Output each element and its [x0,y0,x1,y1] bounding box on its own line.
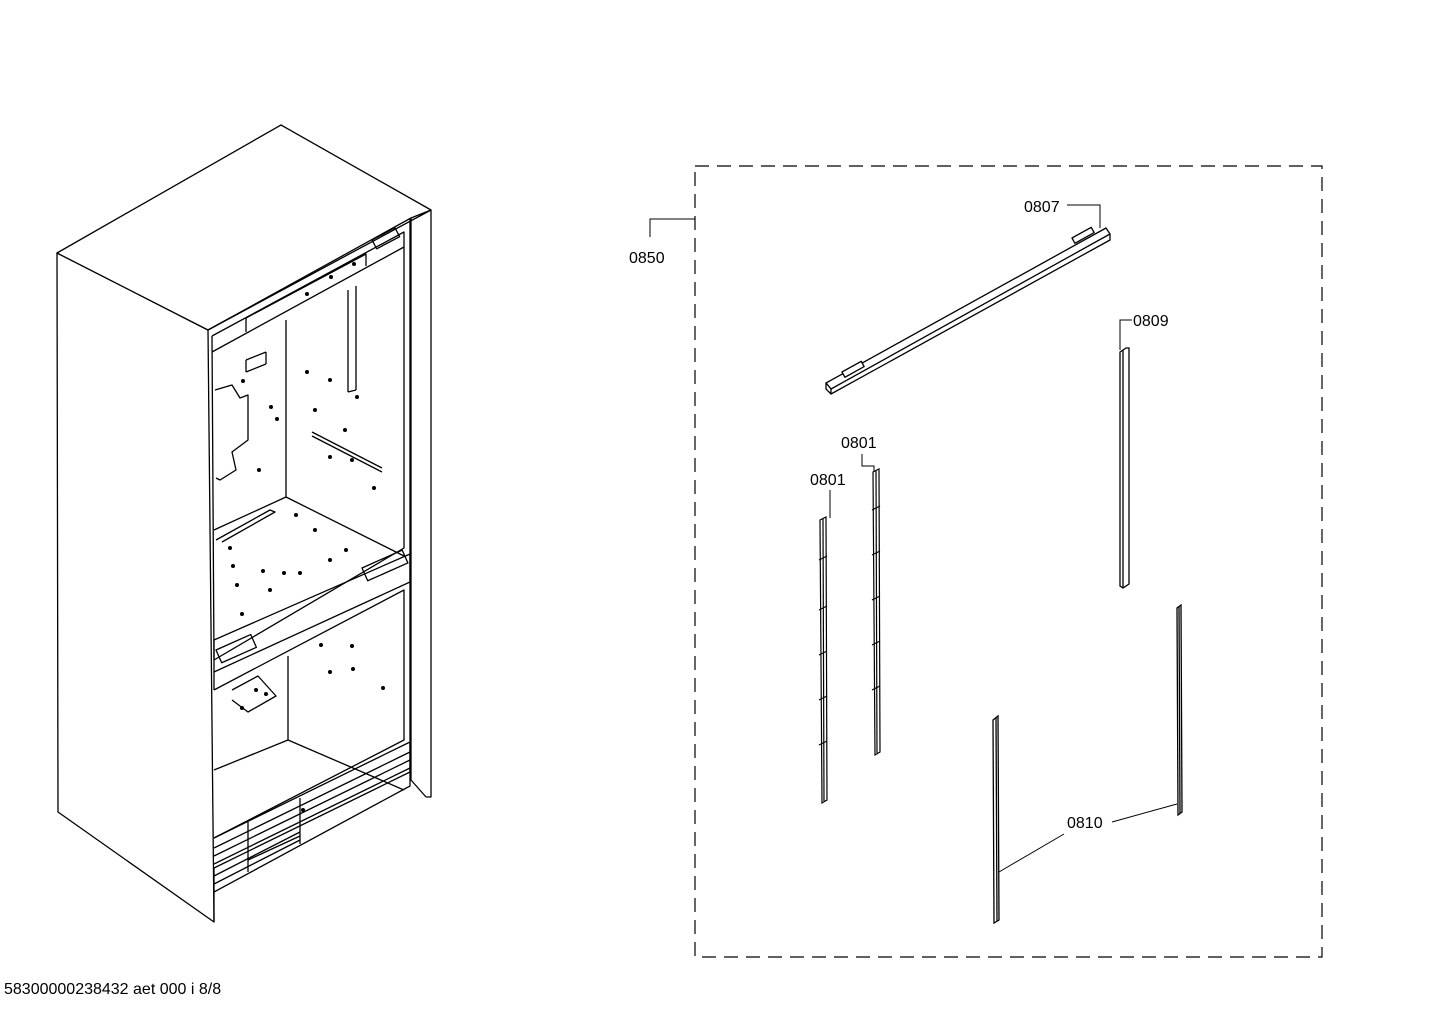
leader-line-0807 [1067,204,1101,228]
part-label-0809: 0809 [1133,313,1169,330]
part-0807-rail [825,226,1111,395]
assembly-group-dashed-box [694,165,1323,958]
part-0801-strip-left [818,516,828,805]
part-label-0807: 0807 [1024,199,1060,216]
part-label-0850: 0850 [629,250,665,267]
leader-line-0801-right [861,454,875,472]
drawing-reference-code: 58300000238432 aet 000 i 8/8 [4,981,222,998]
part-label-0810: 0810 [1067,815,1103,832]
part-0809-strip [1119,347,1130,589]
leader-line-0809 [1119,319,1132,350]
part-0810-strip-right [1176,603,1183,817]
part-label-0801-left: 0801 [810,472,846,489]
leader-line-0850 [649,218,695,237]
leader-line-0810-left [998,833,1065,873]
part-0801-strip-right [871,468,881,757]
leader-line-0810-right [1111,803,1178,823]
cabinet-mounting-holes [228,262,385,812]
refrigerator-cabinet-illustration [56,124,432,923]
part-label-0801-right: 0801 [841,435,877,452]
part-0810-strip-left [992,714,1000,925]
